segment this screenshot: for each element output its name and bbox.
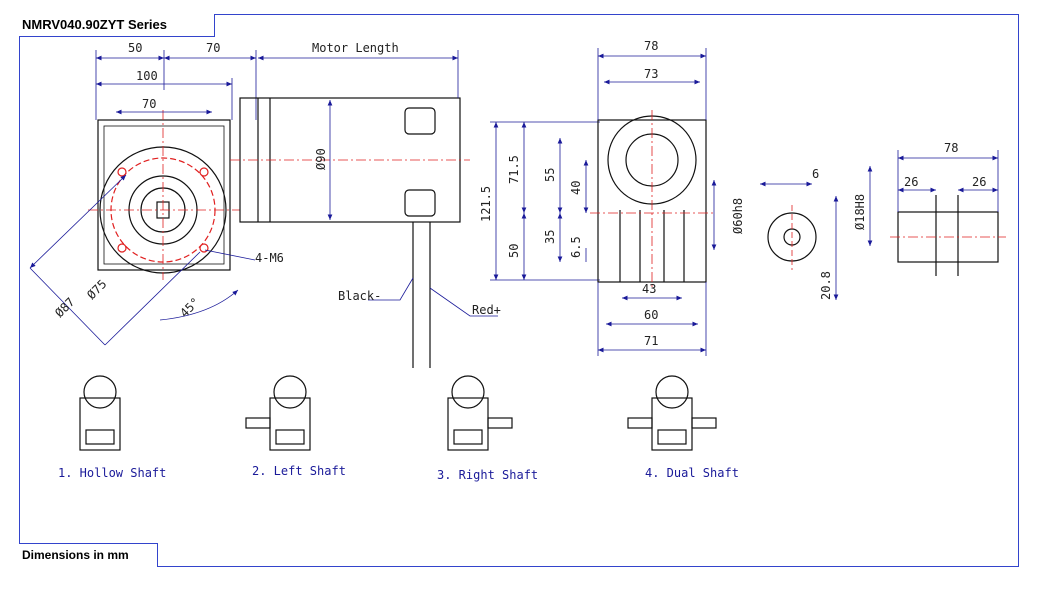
dim-shaft-left: 26 — [904, 175, 918, 189]
title-block: NMRV040.90ZYT Series — [19, 14, 215, 37]
motor-view — [230, 97, 470, 368]
variant-label-left: 2. Left Shaft — [252, 464, 346, 478]
wire-label-red: Red+ — [472, 303, 501, 317]
bolt-hole — [117, 243, 127, 253]
dim-height-lower: 50 — [507, 244, 521, 258]
terminal-box-bottom — [404, 189, 436, 217]
dim-side-40: 40 — [569, 181, 583, 195]
dim-depth: 20.8 — [819, 271, 833, 300]
dim-side-60: 60 — [644, 308, 658, 322]
units-block: Dimensions in mm — [19, 543, 158, 567]
variant-label-dual: 4. Dual Shaft — [645, 466, 739, 480]
dim-height-upper: 71.5 — [507, 155, 521, 184]
dim-shaft-right: 26 — [972, 175, 986, 189]
dim-shaft-len: 78 — [944, 141, 958, 155]
dim-side-78: 78 — [644, 39, 658, 53]
dim-motor-diameter: Ø90 — [314, 148, 328, 170]
drawing-frame — [19, 14, 1019, 567]
variant-hollow — [79, 375, 121, 451]
side-view — [590, 110, 715, 290]
front-view — [88, 110, 240, 280]
dim-bolt: 4-M6 — [255, 251, 284, 265]
dim-side-73: 73 — [644, 67, 658, 81]
dim-top-right: 70 — [206, 41, 220, 55]
variant-dual — [627, 375, 717, 451]
dim-top-left: 50 — [128, 41, 142, 55]
dim-motor-length: Motor Length — [312, 41, 399, 55]
shaft-dimensions — [760, 150, 999, 300]
dim-angle: 45° — [177, 295, 202, 320]
terminal-box-top — [404, 107, 436, 135]
dim-key: 6 — [812, 167, 819, 181]
dim-side-71: 71 — [644, 334, 658, 348]
variant-right — [447, 375, 513, 451]
dim-side-35: 35 — [543, 230, 557, 244]
series-title: NMRV040.90ZYT Series — [22, 17, 167, 32]
dim-side-6-5: 6.5 — [569, 236, 583, 258]
dim-pcd-small: Ø75 — [84, 277, 109, 302]
dim-height-total: 121.5 — [479, 186, 493, 222]
variant-left — [245, 375, 311, 451]
motor-dimensions — [258, 50, 600, 317]
dim-bore: Ø18H8 — [853, 194, 867, 230]
variant-label-right: 3. Right Shaft — [437, 468, 538, 482]
bolt-hole — [199, 167, 209, 177]
front-view-dimensions — [29, 50, 257, 346]
dim-inner: 70 — [142, 97, 156, 111]
bolt-hole — [199, 243, 209, 253]
wire-label-black: Black- — [338, 289, 381, 303]
dim-flange: Ø60h8 — [731, 198, 745, 234]
dim-pcd-large: Ø87 — [52, 295, 77, 320]
dim-overall: 100 — [136, 69, 158, 83]
bolt-hole — [117, 167, 127, 177]
dim-side-43: 43 — [642, 282, 656, 296]
units-note: Dimensions in mm — [22, 548, 129, 562]
variant-label-hollow: 1. Hollow Shaft — [58, 466, 166, 480]
shaft-detail — [767, 195, 1006, 276]
side-dimensions — [557, 48, 717, 356]
dim-side-55: 55 — [543, 168, 557, 182]
